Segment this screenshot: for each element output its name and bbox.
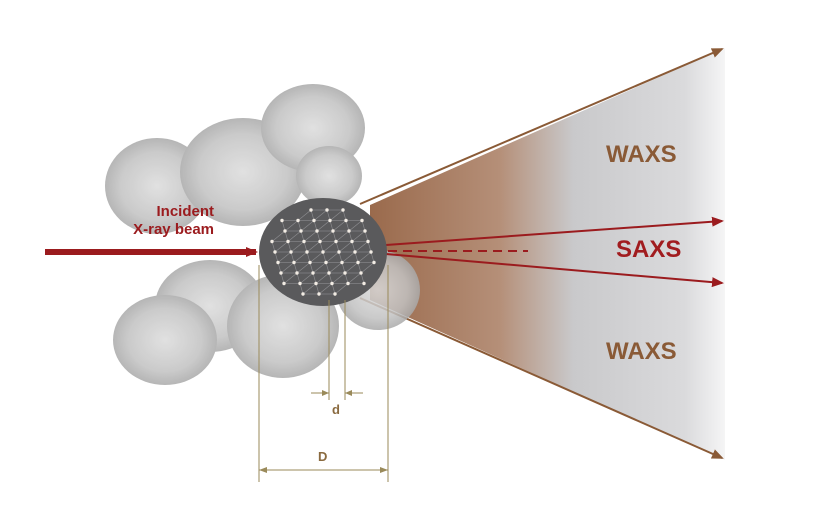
- lattice-point: [280, 218, 284, 223]
- lattice-point: [298, 281, 302, 286]
- lattice-point: [301, 292, 305, 296]
- waxs-bottom-label: WAXS: [606, 338, 677, 365]
- lattice-point: [324, 260, 328, 265]
- large-D-label: D: [318, 449, 328, 464]
- blob: [296, 146, 362, 206]
- lattice-point: [292, 260, 296, 265]
- lattice-point: [295, 271, 299, 275]
- lattice-point: [309, 208, 313, 212]
- lattice-point: [362, 281, 366, 286]
- lattice-point: [337, 250, 341, 254]
- incident-label-line1: Incident: [156, 203, 214, 220]
- lattice-point: [369, 250, 373, 254]
- lattice-point: [340, 260, 344, 265]
- lattice-point: [334, 239, 338, 244]
- lattice-point: [302, 239, 306, 244]
- waxs-cone-top-edge: [359, 48, 724, 205]
- lattice-point: [350, 239, 354, 244]
- lattice-point: [372, 260, 376, 265]
- lattice-point: [282, 281, 286, 286]
- lattice-point: [330, 281, 334, 286]
- lattice-point: [360, 218, 364, 223]
- lattice-point: [283, 229, 287, 233]
- dimension-lines: [258, 265, 389, 482]
- lattice-point: [273, 250, 277, 254]
- lattice-point: [347, 229, 351, 233]
- lattice-point: [276, 260, 280, 265]
- waxs-top-label: WAXS: [606, 141, 677, 168]
- lattice-point: [346, 281, 350, 286]
- lattice-point: [331, 229, 335, 233]
- lattice-point: [315, 229, 319, 233]
- lattice-point: [296, 218, 300, 223]
- incident-beam-label: Incident X-ray beam: [104, 203, 214, 239]
- lattice-point: [312, 218, 316, 223]
- lattice-point: [333, 292, 337, 296]
- blob: [113, 295, 217, 385]
- lattice-point: [325, 208, 329, 212]
- small-d-label: d: [332, 402, 340, 417]
- lattice-point: [321, 250, 325, 254]
- lattice-point: [308, 260, 312, 265]
- saxs-lower-ray: [385, 253, 724, 288]
- lattice-point: [363, 229, 367, 233]
- lattice-point: [286, 239, 290, 244]
- waxs-cone: [370, 48, 725, 460]
- lattice-point: [279, 271, 283, 275]
- lattice-point: [327, 271, 331, 275]
- lattice-point: [299, 229, 303, 233]
- lattice-point: [341, 208, 345, 212]
- lattice-point: [317, 292, 321, 296]
- crystal-lattice: [270, 208, 376, 296]
- lattice-point: [311, 271, 315, 275]
- d-arrowhead-left: [322, 390, 329, 396]
- lattice-point: [270, 239, 274, 244]
- lattice-point: [356, 260, 360, 265]
- lattice-point: [289, 250, 293, 254]
- lattice-point: [343, 271, 347, 275]
- lattice-point: [318, 239, 322, 244]
- waxs-cone-bottom-edge: [359, 297, 724, 459]
- lattice-point: [305, 250, 309, 254]
- lattice-point: [344, 218, 348, 223]
- D-arrowhead-left: [259, 467, 267, 473]
- lattice-point: [359, 271, 363, 275]
- lattice-point: [366, 239, 370, 244]
- saxs-label: SAXS: [616, 236, 682, 263]
- lattice-point: [328, 218, 332, 223]
- d-arrowhead-right: [345, 390, 352, 396]
- lattice-lines: [271, 209, 375, 295]
- incident-label-line2: X-ray beam: [133, 221, 214, 238]
- saxs-upper-ray: [385, 216, 724, 246]
- lattice-point: [314, 281, 318, 286]
- lattice-point: [353, 250, 357, 254]
- D-arrowhead-right: [380, 467, 388, 473]
